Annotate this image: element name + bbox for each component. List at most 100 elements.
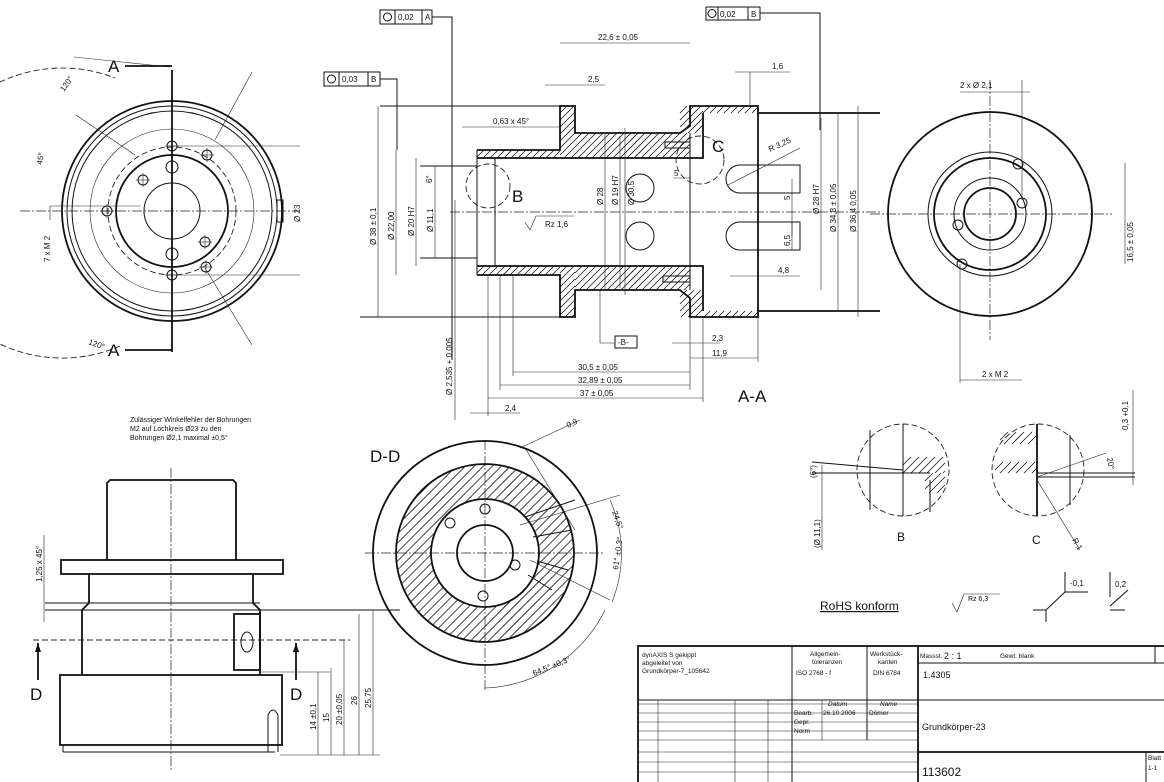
dim-2-5: 2,5 xyxy=(588,75,600,84)
hatch-line xyxy=(397,531,436,570)
hatch-line xyxy=(584,132,611,159)
hatch-line xyxy=(532,538,574,580)
dim-20: 20 ±0,05 xyxy=(335,693,344,725)
dim-dia-30-5: Ø 30,5 xyxy=(627,180,636,205)
section-mark-d-left: D xyxy=(30,685,42,704)
hatch-line xyxy=(679,105,688,114)
hatch-line xyxy=(523,265,534,276)
hatch-line xyxy=(531,500,558,526)
tolerance-standard: ISO 2768 - f xyxy=(796,670,831,677)
section-title-a-a: A-A xyxy=(738,387,767,406)
dim-5-slot: 5 xyxy=(674,169,679,178)
hatch-line xyxy=(641,265,667,291)
section-mark-a-top: A xyxy=(108,57,120,76)
hatch-line xyxy=(488,265,499,276)
norm-label: Norm xyxy=(794,728,810,735)
hatch-line xyxy=(502,265,513,276)
hatch-line xyxy=(702,105,711,114)
hatch-line xyxy=(1015,461,1028,474)
detail-c-angle: 20° xyxy=(1105,457,1116,470)
hatch-line xyxy=(724,310,732,318)
hatch-line xyxy=(751,106,759,114)
hatch-line xyxy=(517,149,527,159)
hatch-line xyxy=(577,132,604,159)
hatch-line xyxy=(574,265,597,288)
hatch-line xyxy=(486,469,517,500)
hatch-line xyxy=(476,265,485,274)
hatch-line xyxy=(559,285,576,302)
section-mark-a-bottom: A xyxy=(108,341,120,360)
hatch-line xyxy=(599,265,625,291)
detail-b: (6°) (Ø 11,1) B xyxy=(809,423,950,550)
hatch-line xyxy=(679,105,695,121)
section-mark-d-right: D xyxy=(290,685,302,704)
hatch-line xyxy=(694,124,704,134)
note-line: Bohrungen Ø2,1 maximal ±0,5° xyxy=(130,434,228,442)
dim-6-5: 6,5 xyxy=(783,234,792,246)
hatch-line xyxy=(679,289,695,305)
hatch-line xyxy=(410,575,437,602)
hatch-line xyxy=(559,299,576,316)
bolt-circle-dia: Ø 23 xyxy=(293,204,302,222)
hatch-line xyxy=(710,310,718,318)
hatch-line xyxy=(476,466,510,500)
date-header: Datum xyxy=(828,701,848,708)
dim-angle-6: 6° xyxy=(425,175,434,183)
section-title-d-d: D-D xyxy=(370,447,400,466)
tolerance-label: toleranzen xyxy=(812,659,843,666)
hatch-line xyxy=(703,310,711,318)
dim-1-6: 1,6 xyxy=(772,62,784,71)
hatch-line xyxy=(626,132,653,159)
hatch-line xyxy=(559,265,575,281)
hatch-line xyxy=(519,485,545,512)
hatch-line xyxy=(530,265,541,276)
hatch-line xyxy=(402,469,453,521)
hatch-line xyxy=(574,132,597,155)
hatch-line xyxy=(559,139,576,156)
detail-c-radius: R 1 xyxy=(1070,537,1084,553)
hatch-line xyxy=(537,530,572,565)
hatch-line xyxy=(559,292,576,309)
hatch-line xyxy=(528,495,554,521)
hatch-line xyxy=(544,265,555,276)
hatch-line xyxy=(559,132,576,149)
top-view: A A 120° 45° 120° 7 x M 2 Ø 23 xyxy=(0,56,302,360)
hatch-line xyxy=(559,105,575,121)
hatch-line xyxy=(744,105,753,114)
scale-label: Massst. xyxy=(920,653,943,660)
hatch-line xyxy=(559,271,576,288)
origin-line: dynAXIS S gekippt xyxy=(642,652,696,659)
hatch-line xyxy=(902,456,912,466)
dim-15: 15 xyxy=(322,713,331,722)
hatch-line xyxy=(523,590,566,634)
hatch-line xyxy=(676,276,691,291)
hatch-line xyxy=(497,564,574,642)
dim-32-89: 32,89 ± 0,05 xyxy=(578,376,623,385)
hatch-line xyxy=(683,283,691,291)
dim-dia-36-4: Ø 36,4 0,05 xyxy=(849,190,858,232)
hatch-line xyxy=(634,265,660,291)
dim-11-9: 11,9 xyxy=(712,349,728,358)
angle-64-5: 64,5° ±0,3° xyxy=(531,655,571,678)
hatch-line xyxy=(496,149,506,159)
hatch-line xyxy=(662,265,688,291)
hatch-line xyxy=(612,132,639,159)
hatch-line xyxy=(514,481,540,508)
hatch-line xyxy=(675,143,691,159)
hatch-line xyxy=(422,591,449,617)
dim-22-6: 22,6 ± 0,05 xyxy=(598,33,639,42)
hatch-line xyxy=(999,431,1009,441)
hatch-line xyxy=(427,595,453,621)
hatch-line xyxy=(464,465,503,504)
checked-label: Gepr. xyxy=(794,719,810,726)
detail-c-depth: 0,3 +0,1 xyxy=(1121,400,1130,430)
hatch-line xyxy=(924,472,934,482)
datum-b: -B- xyxy=(618,338,629,347)
hatch-line xyxy=(648,265,674,291)
fcf-tolerance: 0,02 xyxy=(720,10,736,19)
hatch-line xyxy=(501,474,529,502)
hatch-line xyxy=(516,265,527,276)
fcf-runout-a: 0,02 A xyxy=(379,9,453,360)
thread-callout: 7 x M 2 xyxy=(43,235,52,262)
